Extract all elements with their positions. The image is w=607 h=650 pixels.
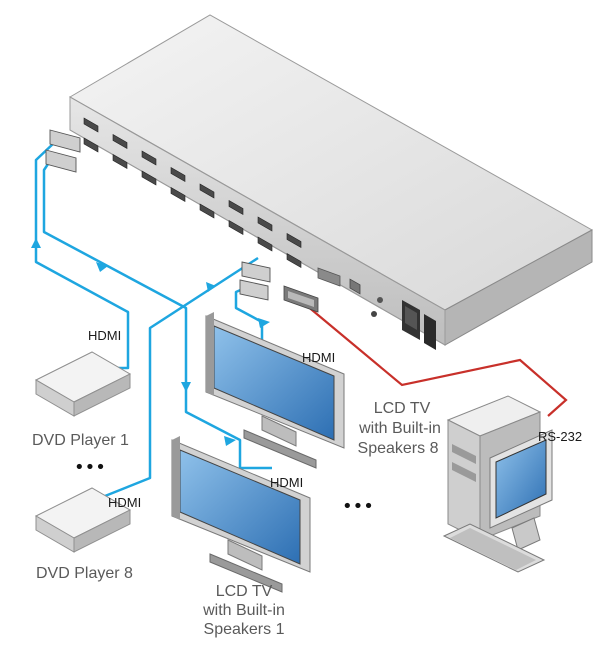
hdmi-cable-dvd8 xyxy=(99,256,259,500)
hdmi-port xyxy=(257,236,273,252)
cable-arrows xyxy=(31,238,270,446)
hdmi-port xyxy=(286,232,302,249)
lcd-tv-8-label-line1: LCD TV xyxy=(374,400,431,417)
hdmi-cable-tv1 xyxy=(42,157,272,470)
hdmi-cable-dvd1 xyxy=(34,141,130,370)
lcd-tv-8-label-line2: with Built-in xyxy=(358,420,441,437)
power-inlet xyxy=(371,297,436,350)
hdmi-port xyxy=(199,183,215,199)
lcd-tv-8-label-line3: Speakers 8 xyxy=(358,440,439,457)
lcd-tv-8 xyxy=(205,312,345,469)
hdmi-port xyxy=(112,153,128,170)
hdmi-port-array xyxy=(83,117,302,269)
hdmi-port xyxy=(112,133,128,150)
ellipsis-right: ••• xyxy=(342,496,374,517)
hdmi-port xyxy=(228,199,244,216)
dvd-player-8 xyxy=(34,487,132,553)
dvd-player-8-label: DVD Player 8 xyxy=(36,565,133,582)
hdmi-port xyxy=(83,117,99,133)
ellipsis-left: ••• xyxy=(74,457,106,478)
hdmi-port xyxy=(257,216,273,232)
db9-connector xyxy=(283,285,319,313)
rs232-label: RS-232 xyxy=(538,429,582,444)
hdmi-label-tv1: HDMI xyxy=(270,475,303,490)
ethernet-port xyxy=(349,278,361,295)
lcd-tv-1-label-line1: LCD TV xyxy=(216,583,273,600)
lcd-tv-1-label-line2: with Built-in xyxy=(202,602,285,619)
pc-computer xyxy=(442,395,553,573)
hdmi-port xyxy=(286,252,302,269)
matrix-switcher xyxy=(68,14,594,350)
dvd-player-1-label: DVD Player 1 xyxy=(32,432,129,449)
lcd-tv-1 xyxy=(171,436,311,593)
rs232-cable xyxy=(299,299,568,417)
hdmi-label-dvd1: HDMI xyxy=(88,328,121,343)
hdmi-port xyxy=(199,203,215,219)
hdmi-label-tv8: HDMI xyxy=(302,350,335,365)
hdmi-port xyxy=(141,150,157,166)
hdmi-port xyxy=(170,166,186,183)
hdmi-port xyxy=(83,137,99,153)
hdmi-port xyxy=(228,219,244,236)
hdmi-port xyxy=(141,170,157,186)
hdmi-plugs xyxy=(45,129,271,301)
lcd-tv-1-label-line3: Speakers 1 xyxy=(204,621,285,638)
hdmi-label-dvd8: HDMI xyxy=(108,495,141,510)
dvd-player-1 xyxy=(34,351,132,417)
rs232-port xyxy=(317,267,341,287)
hdmi-port xyxy=(170,186,186,203)
